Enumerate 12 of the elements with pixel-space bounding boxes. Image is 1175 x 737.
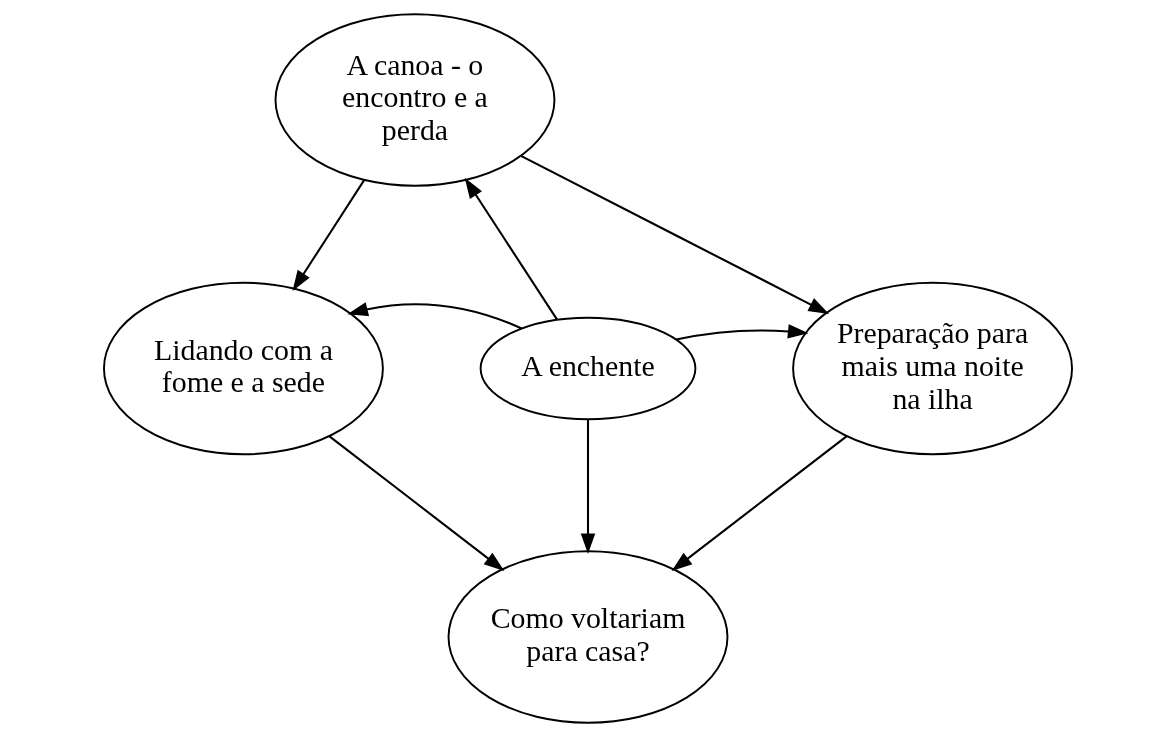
arrow	[671, 435, 847, 572]
node-ellipse: Preparação para mais uma noite na ilha	[791, 281, 1073, 456]
node-ellipse: A enchente	[479, 316, 696, 421]
node-ellipse: A canoa - o encontro e a perda	[274, 13, 555, 187]
node-ellipse: Lidando com a fome e a sede	[102, 281, 384, 456]
arrow	[328, 435, 504, 572]
arrow	[580, 419, 595, 555]
arrow	[292, 179, 365, 292]
arrow	[464, 177, 558, 321]
arrow	[346, 302, 522, 330]
arrow	[520, 154, 829, 314]
arrow	[675, 324, 808, 341]
